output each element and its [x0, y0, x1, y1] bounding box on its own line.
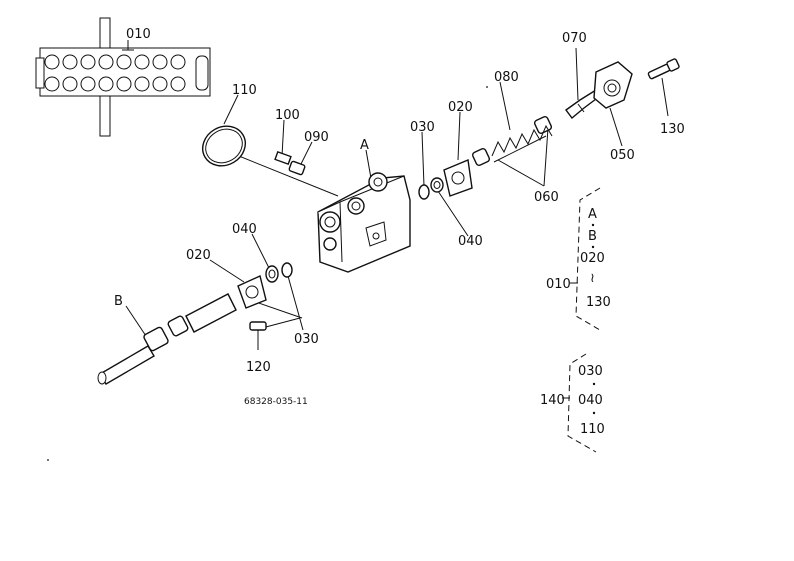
legend2-item-2: 040 — [578, 393, 603, 408]
assembly-legend-010: 010 A B 020 ≀ 130 — [546, 187, 611, 331]
label-010-top: 010 — [126, 27, 151, 42]
sleeve-060-a — [471, 147, 491, 167]
sleeve-060-b — [533, 115, 553, 135]
bolt-130 — [647, 58, 680, 80]
valve-stack-thumbnail — [35, 17, 211, 137]
label-080: 080 — [494, 70, 519, 85]
legend2-assembly: 140 — [540, 393, 565, 408]
label-070: 070 — [562, 31, 587, 46]
part-labels: 010 110 100 090 A 030 020 080 070 130 05… — [114, 27, 685, 407]
screw-120 — [249, 321, 267, 346]
label-130: 130 — [660, 122, 685, 137]
label-040-left: 040 — [232, 222, 257, 237]
legend1-assembly: 010 — [546, 277, 571, 292]
leader-lines — [125, 47, 669, 350]
legend1-item-5: 130 — [586, 295, 611, 310]
assembly-legend-140: 140 030 040 110 — [540, 353, 605, 453]
label-020-top: 020 — [448, 100, 473, 115]
legend1-item-3: 020 — [580, 251, 605, 266]
label-120: 120 — [246, 360, 271, 375]
label-110: 110 — [232, 83, 257, 98]
spool-B — [97, 293, 237, 385]
label-020-left: 020 — [186, 248, 211, 263]
valve-body-A — [317, 172, 411, 273]
spring-080 — [491, 124, 553, 163]
label-030-top: 030 — [410, 120, 435, 135]
label-060: 060 — [534, 190, 559, 205]
label-100: 100 — [275, 108, 300, 123]
plug-090 — [288, 160, 306, 176]
legend1-item-1: A — [588, 207, 597, 222]
label-B: B — [114, 294, 123, 309]
label-050: 050 — [610, 148, 635, 163]
label-090: 090 — [304, 130, 329, 145]
o-ring-110-inner — [205, 128, 243, 164]
pin-100 — [274, 150, 292, 166]
label-040-right: 040 — [458, 234, 483, 249]
ring-030-bottom — [281, 262, 293, 278]
legend2-item-3: 110 — [580, 422, 605, 437]
cap-050 — [593, 61, 633, 109]
label-030-bottom: 030 — [294, 332, 319, 347]
legend1-item-4: ≀ — [590, 271, 595, 286]
drawing-code: 68328-035-11 — [244, 397, 308, 407]
ring-030-top — [418, 184, 430, 200]
legend1-item-2: B — [588, 229, 597, 244]
legend2-item-1: 030 — [578, 364, 603, 379]
label-A: A — [360, 138, 369, 153]
